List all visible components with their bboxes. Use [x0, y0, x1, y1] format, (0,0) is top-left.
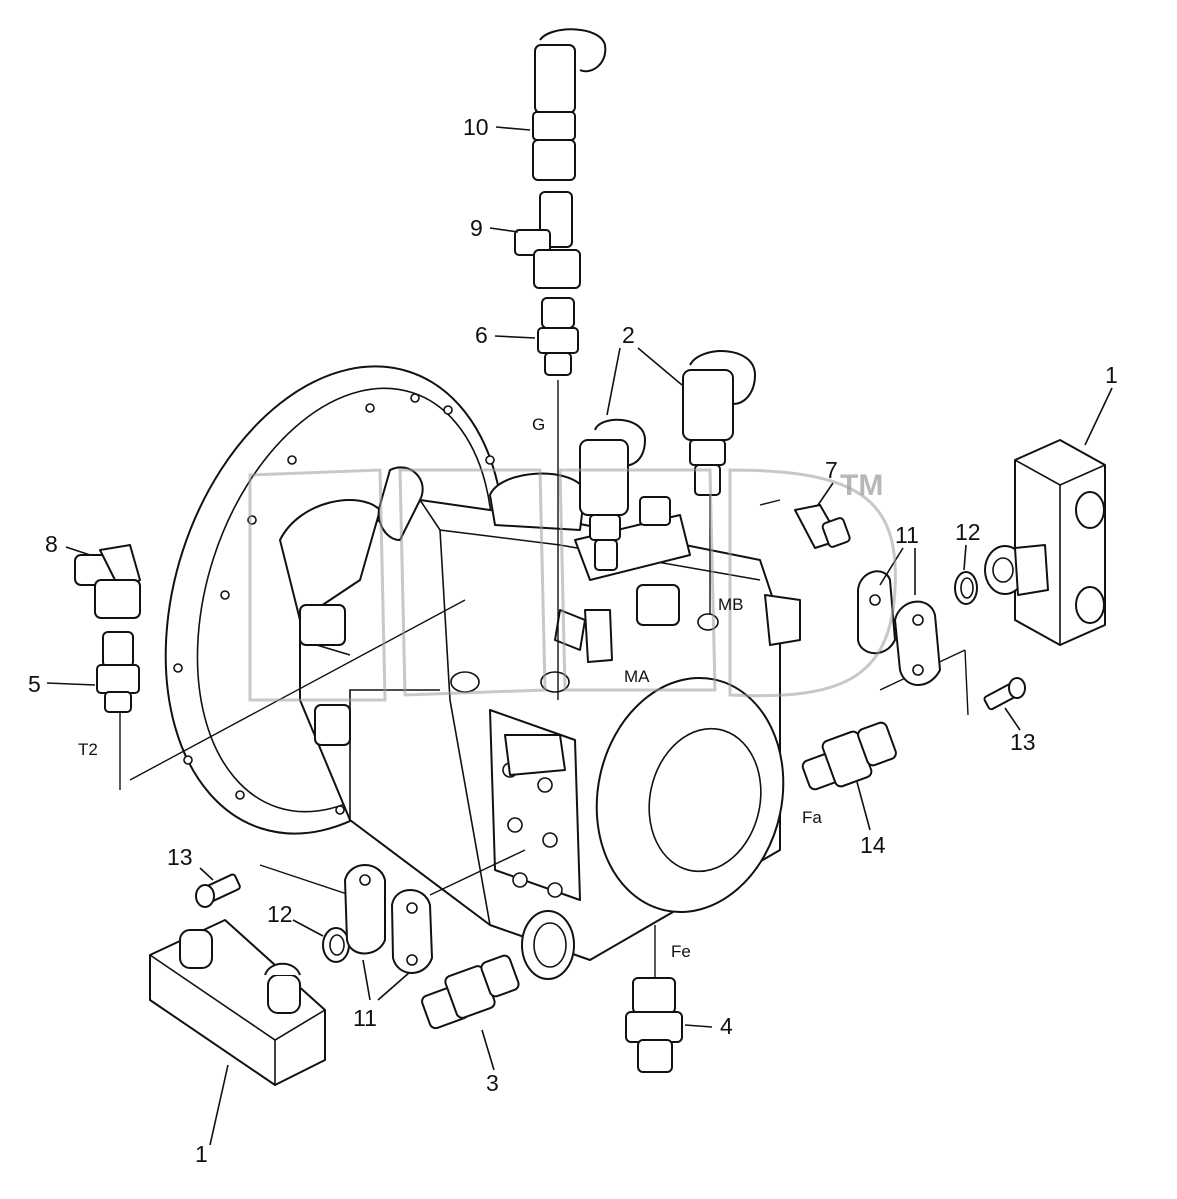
callout-1-left: 1 [195, 1141, 208, 1167]
port-g: G [532, 415, 545, 434]
port-mb: MB [718, 595, 744, 614]
callout-13-right: 13 [1010, 729, 1036, 755]
port-ma: MA [624, 667, 650, 686]
port-labels: G MB MA T2 Fa Fe [78, 415, 822, 961]
part-6-adapter [537, 297, 579, 376]
part-2-test-coupling-a [682, 350, 756, 496]
callout-7: 7 [825, 457, 838, 483]
callout-2: 2 [622, 322, 635, 348]
part-2-test-coupling-b [579, 418, 646, 571]
callout-11-right: 11 [895, 522, 919, 548]
part-14-fitting [801, 721, 897, 791]
part-10-test-coupling [532, 28, 607, 181]
callout-13-left: 13 [167, 844, 193, 870]
callout-labels: 10 9 6 2 7 8 5 1 11 12 13 14 4 3 1 13 12… [28, 114, 1118, 1167]
callout-3: 3 [486, 1070, 499, 1096]
part-8-elbow [74, 544, 141, 619]
part-13-bolt-right [983, 677, 1026, 711]
part-5-adapter [96, 631, 140, 713]
part-12-oring-left [322, 927, 350, 963]
part-11-split-flange-left [344, 864, 433, 974]
callout-10: 10 [463, 114, 489, 140]
part-1-flange-block-right [984, 439, 1106, 646]
port-fa: Fa [802, 808, 822, 827]
part-11-split-flange-right [857, 570, 941, 686]
callout-14: 14 [860, 832, 886, 858]
part-9-tee-fitting [514, 191, 581, 289]
callout-5: 5 [28, 671, 41, 697]
part-4-fitting [625, 977, 683, 1073]
callout-4: 4 [720, 1013, 733, 1039]
part-3-fitting [421, 954, 520, 1030]
watermark-trademark: TM [840, 469, 883, 502]
callout-6: 6 [475, 322, 488, 348]
callout-9: 9 [470, 215, 483, 241]
part-13-bolt-left [195, 873, 241, 908]
watermark-outline [248, 468, 897, 702]
part-1-flange-block-left [149, 919, 326, 1086]
callout-11-left: 11 [353, 1005, 377, 1031]
callout-1-right: 1 [1105, 362, 1118, 388]
leader-lines [46, 126, 1113, 1146]
part-7-fitting [794, 504, 851, 549]
port-t2: T2 [78, 740, 98, 759]
callout-12-right: 12 [955, 519, 981, 545]
callout-8: 8 [45, 531, 58, 557]
callout-12-left: 12 [267, 901, 293, 927]
port-fe: Fe [671, 942, 691, 961]
